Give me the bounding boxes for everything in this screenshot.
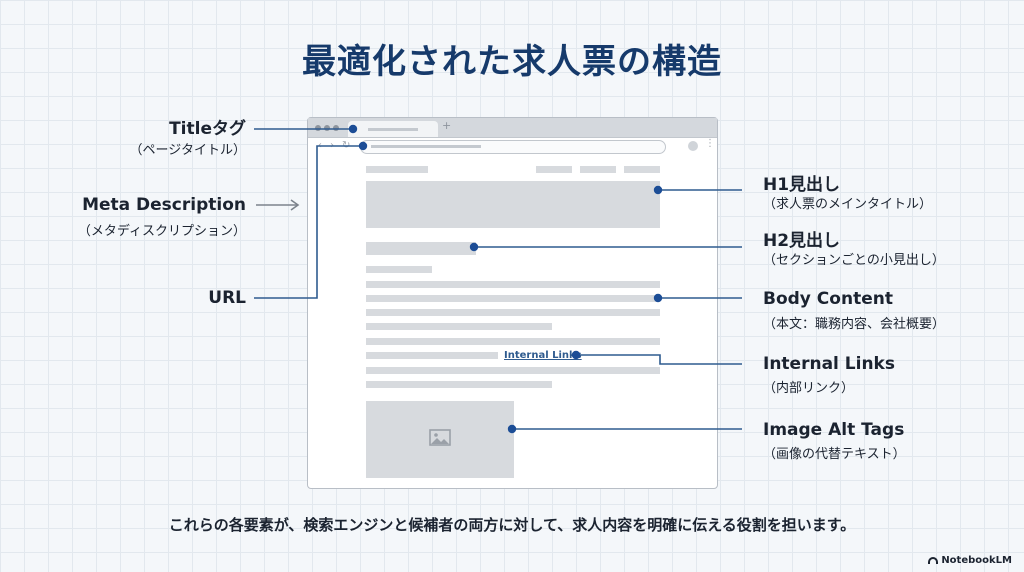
label-image-alt-sub: （画像の代替テキスト） <box>763 447 906 462</box>
browser-dot-icon <box>333 125 339 131</box>
connector-internal-links <box>576 354 742 365</box>
label-title-tag-sub: （ページタイトル） <box>129 143 246 158</box>
marker-h1 <box>653 185 663 195</box>
address-bar <box>360 140 666 154</box>
page-title: 最適化された求人票の構造 <box>302 42 722 82</box>
label-title-tag: Titleタグ <box>169 119 246 139</box>
label-url: URL <box>208 288 246 308</box>
menu-icon: ⋮ <box>705 138 715 149</box>
connector-url <box>254 145 363 299</box>
label-body-content: Body Content <box>763 289 893 309</box>
body-line <box>366 295 660 302</box>
marker-body <box>653 293 663 303</box>
nav-placeholder <box>536 166 572 173</box>
body-line <box>366 352 498 359</box>
label-meta-description: Meta Description <box>82 195 246 215</box>
notebooklm-logo-icon <box>928 557 939 564</box>
brand-text: NotebookLM <box>941 555 1012 566</box>
marker-url <box>358 141 368 151</box>
label-internal-links: Internal Links <box>763 354 895 374</box>
subheading-placeholder <box>366 266 432 273</box>
marker-image-alt <box>507 424 517 434</box>
marker-h2 <box>469 242 479 252</box>
image-placeholder <box>366 401 514 478</box>
label-h2: H2見出し <box>763 231 841 251</box>
image-icon <box>429 429 451 446</box>
label-meta-description-sub: （メタディスクリプション） <box>77 224 246 239</box>
browser-mockup: + ‹ › ↻ ⋮ Internal Links <box>307 117 718 489</box>
brand-logo: NotebookLM <box>928 555 1012 566</box>
h2-placeholder <box>366 242 476 255</box>
profile-icon <box>688 141 698 151</box>
label-h1: H1見出し <box>763 175 841 195</box>
browser-tab-bar: + <box>308 118 717 138</box>
body-line <box>366 309 660 316</box>
browser-tab <box>348 121 438 137</box>
logo-placeholder <box>366 166 428 173</box>
label-h2-sub: （セクションごとの小見出し） <box>763 253 945 268</box>
marker-title-tag <box>348 124 358 134</box>
body-line <box>366 338 660 345</box>
browser-dot-icon <box>324 125 330 131</box>
body-line <box>366 381 552 388</box>
browser-dot-icon <box>315 125 321 131</box>
body-line <box>366 323 552 330</box>
footer-caption: これらの各要素が、検索エンジンと候補者の両方に対して、求人内容を明確に伝える役割… <box>168 516 856 534</box>
body-line <box>366 281 660 288</box>
marker-internal-links <box>571 350 581 360</box>
new-tab-icon: + <box>442 119 452 132</box>
body-line <box>366 367 660 374</box>
nav-placeholder <box>580 166 616 173</box>
h1-placeholder <box>366 181 660 228</box>
label-body-content-sub: （本文：職務内容、会社概要） <box>763 317 946 332</box>
label-image-alt: Image Alt Tags <box>763 420 905 440</box>
label-h1-sub: （求人票のメインタイトル） <box>763 197 933 212</box>
label-internal-links-sub: （内部リンク） <box>763 381 855 396</box>
internal-links-text[interactable]: Internal Links <box>504 350 582 361</box>
arrow-right-icon <box>256 199 300 211</box>
nav-placeholder <box>624 166 660 173</box>
